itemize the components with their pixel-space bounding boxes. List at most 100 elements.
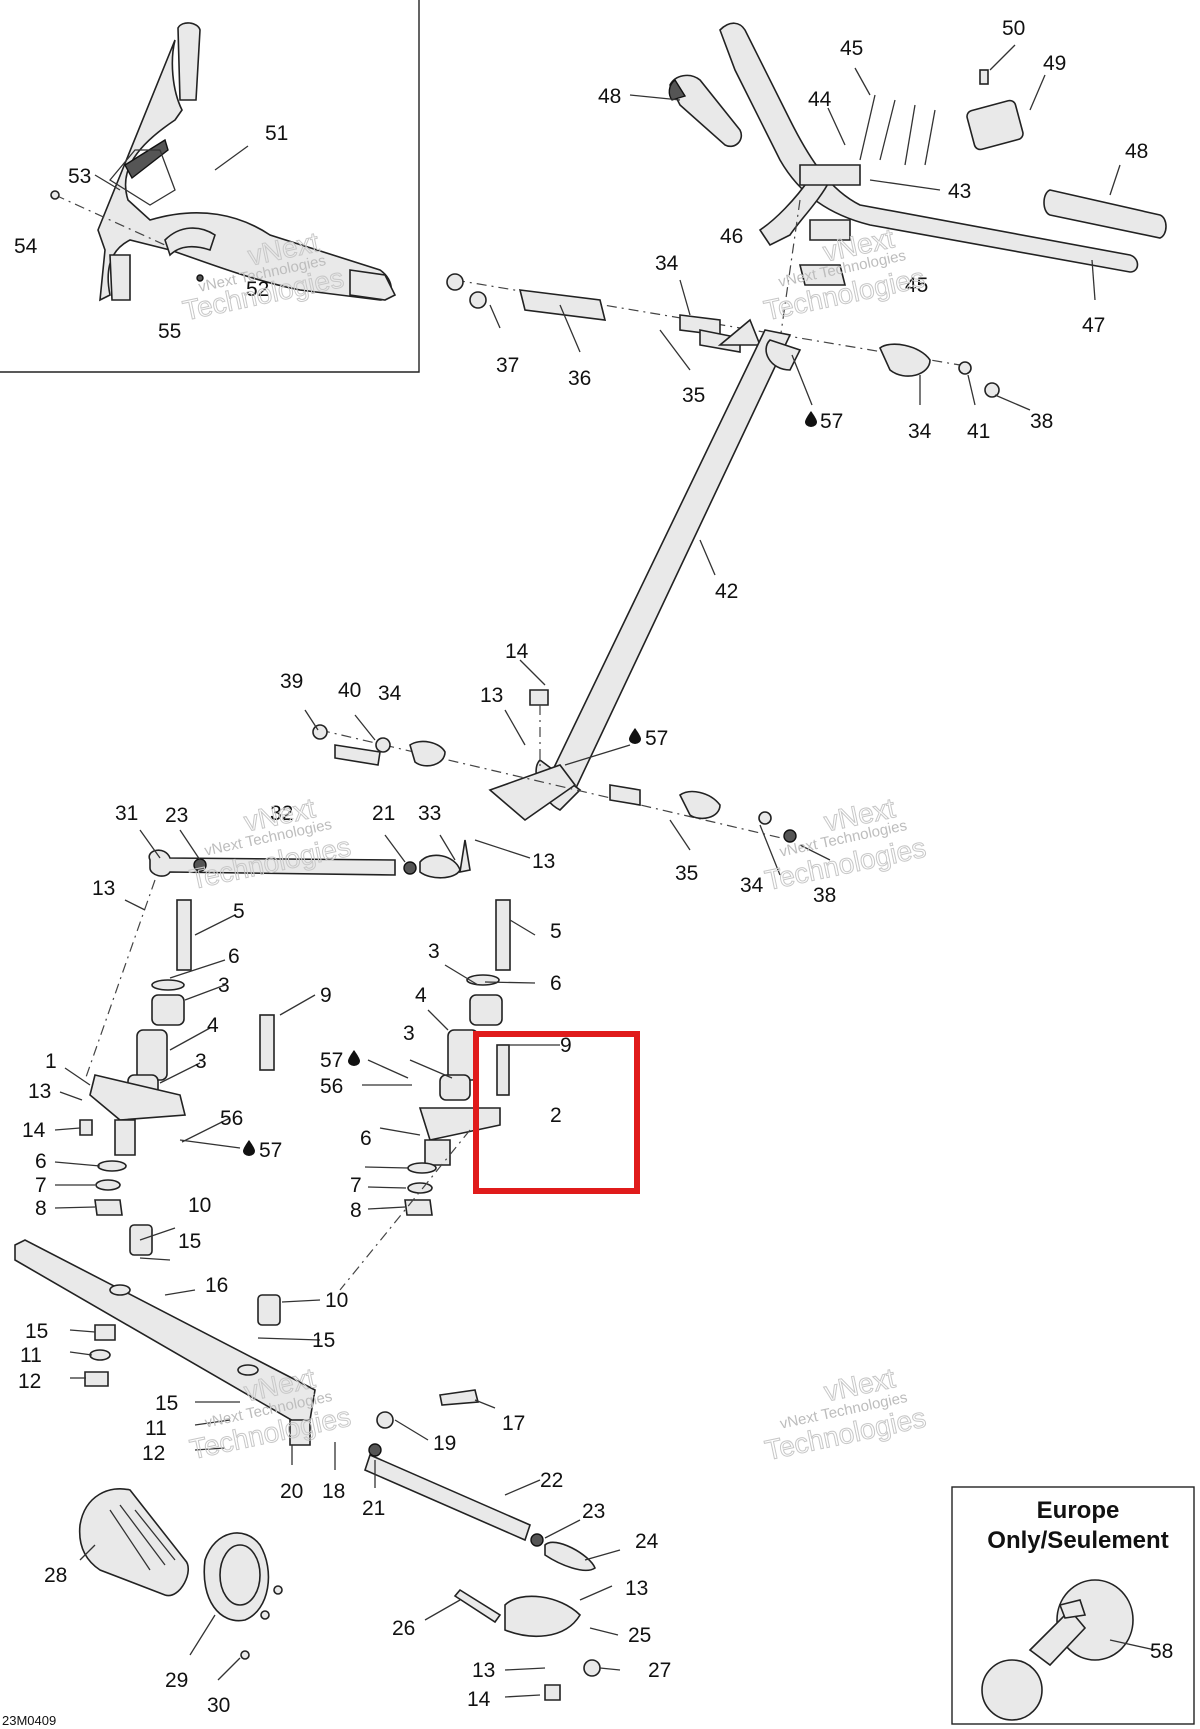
callout-33: 33 xyxy=(418,802,441,825)
europe-title-line2: Only/Seulement xyxy=(987,1527,1168,1554)
callout-56-right: 56 xyxy=(320,1075,343,1098)
callout-52: 52 xyxy=(246,278,269,301)
callout-38-upper: 38 xyxy=(1030,410,1053,433)
callout-35-lower: 35 xyxy=(675,862,698,885)
callout-4-right: 4 xyxy=(415,984,427,1007)
callout-13-bottom-right: 13 xyxy=(625,1577,648,1600)
callout-23-upper: 23 xyxy=(165,804,188,827)
callout-12-bottom: 12 xyxy=(142,1442,165,1465)
boot-and-plate xyxy=(78,1488,283,1660)
callout-32: 32 xyxy=(270,802,293,825)
callout-labels: 51 53 54 52 55 48 45 44 50 49 48 43 46 4… xyxy=(14,17,1173,1717)
callout-37: 37 xyxy=(496,354,519,377)
oil-drop-icon xyxy=(629,728,641,744)
callout-44: 44 xyxy=(808,88,832,111)
callout-28: 28 xyxy=(44,1564,67,1587)
right-pivot-stack xyxy=(339,899,511,1291)
handlebar-assembly xyxy=(668,22,1167,341)
drawing-reference: 23M0409 xyxy=(2,1713,56,1728)
callout-48-right: 48 xyxy=(1125,140,1148,163)
callout-6-right-upper: 6 xyxy=(550,972,562,995)
middle-link-row xyxy=(312,689,797,843)
callout-6-left-lower: 6 xyxy=(35,1150,47,1173)
callout-4-left: 4 xyxy=(207,1014,219,1037)
callout-54: 54 xyxy=(14,235,38,258)
highlight-box xyxy=(473,1031,640,1194)
callout-3-left-upper: 3 xyxy=(218,974,230,997)
callout-57-right: 57 xyxy=(320,1049,343,1072)
callout-24: 24 xyxy=(635,1530,659,1553)
callout-43: 43 xyxy=(948,180,971,203)
callout-41: 41 xyxy=(967,420,990,443)
callout-13-left: 13 xyxy=(28,1080,51,1103)
callout-25: 25 xyxy=(628,1624,651,1647)
callout-14-left: 14 xyxy=(22,1119,46,1142)
left-pivot-stack xyxy=(79,879,275,1216)
callout-48-left: 48 xyxy=(598,85,621,108)
callout-15-left-lower: 15 xyxy=(25,1320,48,1343)
lower-tie-rod xyxy=(289,1389,601,1701)
callout-56-left: 56 xyxy=(220,1107,243,1130)
callout-13-left-upper: 13 xyxy=(92,877,115,900)
callout-8-right: 8 xyxy=(350,1199,362,1222)
callout-8-left: 8 xyxy=(35,1197,47,1220)
callout-5-right: 5 xyxy=(550,920,562,943)
callout-34-middle-right: 34 xyxy=(740,874,764,897)
callout-14-top: 14 xyxy=(505,640,529,663)
callout-11-left: 11 xyxy=(20,1344,42,1367)
callout-15-bottom: 15 xyxy=(155,1392,178,1415)
callout-53: 53 xyxy=(68,165,91,188)
callout-13-bottom: 13 xyxy=(472,1659,495,1682)
callout-19: 19 xyxy=(433,1432,456,1455)
callout-12-left: 12 xyxy=(18,1370,41,1393)
callout-16: 16 xyxy=(205,1274,228,1297)
callout-3-left-lower: 3 xyxy=(195,1050,207,1073)
upper-link-row xyxy=(446,273,1000,398)
callout-1: 1 xyxy=(45,1050,57,1073)
callout-7-left: 7 xyxy=(35,1174,47,1197)
callout-11-bottom: 11 xyxy=(145,1417,167,1440)
callout-46: 46 xyxy=(720,225,743,248)
callout-57-upper: 57 xyxy=(820,410,843,433)
oil-drop-icon xyxy=(348,1050,360,1066)
callout-18: 18 xyxy=(322,1480,345,1503)
callout-45-mid: 45 xyxy=(905,274,928,297)
callout-9-right: 9 xyxy=(560,1034,572,1057)
callout-57-left: 57 xyxy=(259,1139,282,1162)
callout-38-lower: 38 xyxy=(813,884,836,907)
callout-13-top: 13 xyxy=(480,684,503,707)
europe-title-line1: Europe xyxy=(1037,1497,1120,1524)
callout-30: 30 xyxy=(207,1694,230,1717)
upper-tie-rod xyxy=(148,839,471,879)
callout-55: 55 xyxy=(158,320,181,343)
callout-15-right: 15 xyxy=(312,1329,335,1352)
callout-49: 49 xyxy=(1043,52,1066,75)
callout-21-upper: 21 xyxy=(372,802,395,825)
callout-6-left-upper: 6 xyxy=(228,945,240,968)
callout-9-left: 9 xyxy=(320,984,332,1007)
callout-47: 47 xyxy=(1082,314,1105,337)
callout-39: 39 xyxy=(280,670,303,693)
callout-7-right: 7 xyxy=(350,1174,362,1197)
callout-36: 36 xyxy=(568,367,591,390)
callout-15-left-upper: 15 xyxy=(178,1230,201,1253)
callout-2: 2 xyxy=(550,1104,562,1127)
callout-3-right-lower: 3 xyxy=(403,1022,415,1045)
steering-column xyxy=(488,329,802,822)
callout-23-lower: 23 xyxy=(582,1500,605,1523)
callout-35-upper: 35 xyxy=(682,384,705,407)
callout-17: 17 xyxy=(502,1412,525,1435)
callout-29: 29 xyxy=(165,1669,188,1692)
callout-58: 58 xyxy=(1150,1640,1173,1663)
oil-drop-icon xyxy=(243,1140,255,1156)
callout-40: 40 xyxy=(338,679,361,702)
inset-handle-detail xyxy=(0,0,420,373)
callout-57-middle: 57 xyxy=(645,727,668,750)
callout-26: 26 xyxy=(392,1617,415,1640)
callout-13-middle: 13 xyxy=(532,850,555,873)
callout-27: 27 xyxy=(648,1659,671,1682)
callout-21-lower: 21 xyxy=(362,1497,385,1520)
callout-31: 31 xyxy=(115,802,138,825)
leader-lines xyxy=(54,44,1156,1698)
